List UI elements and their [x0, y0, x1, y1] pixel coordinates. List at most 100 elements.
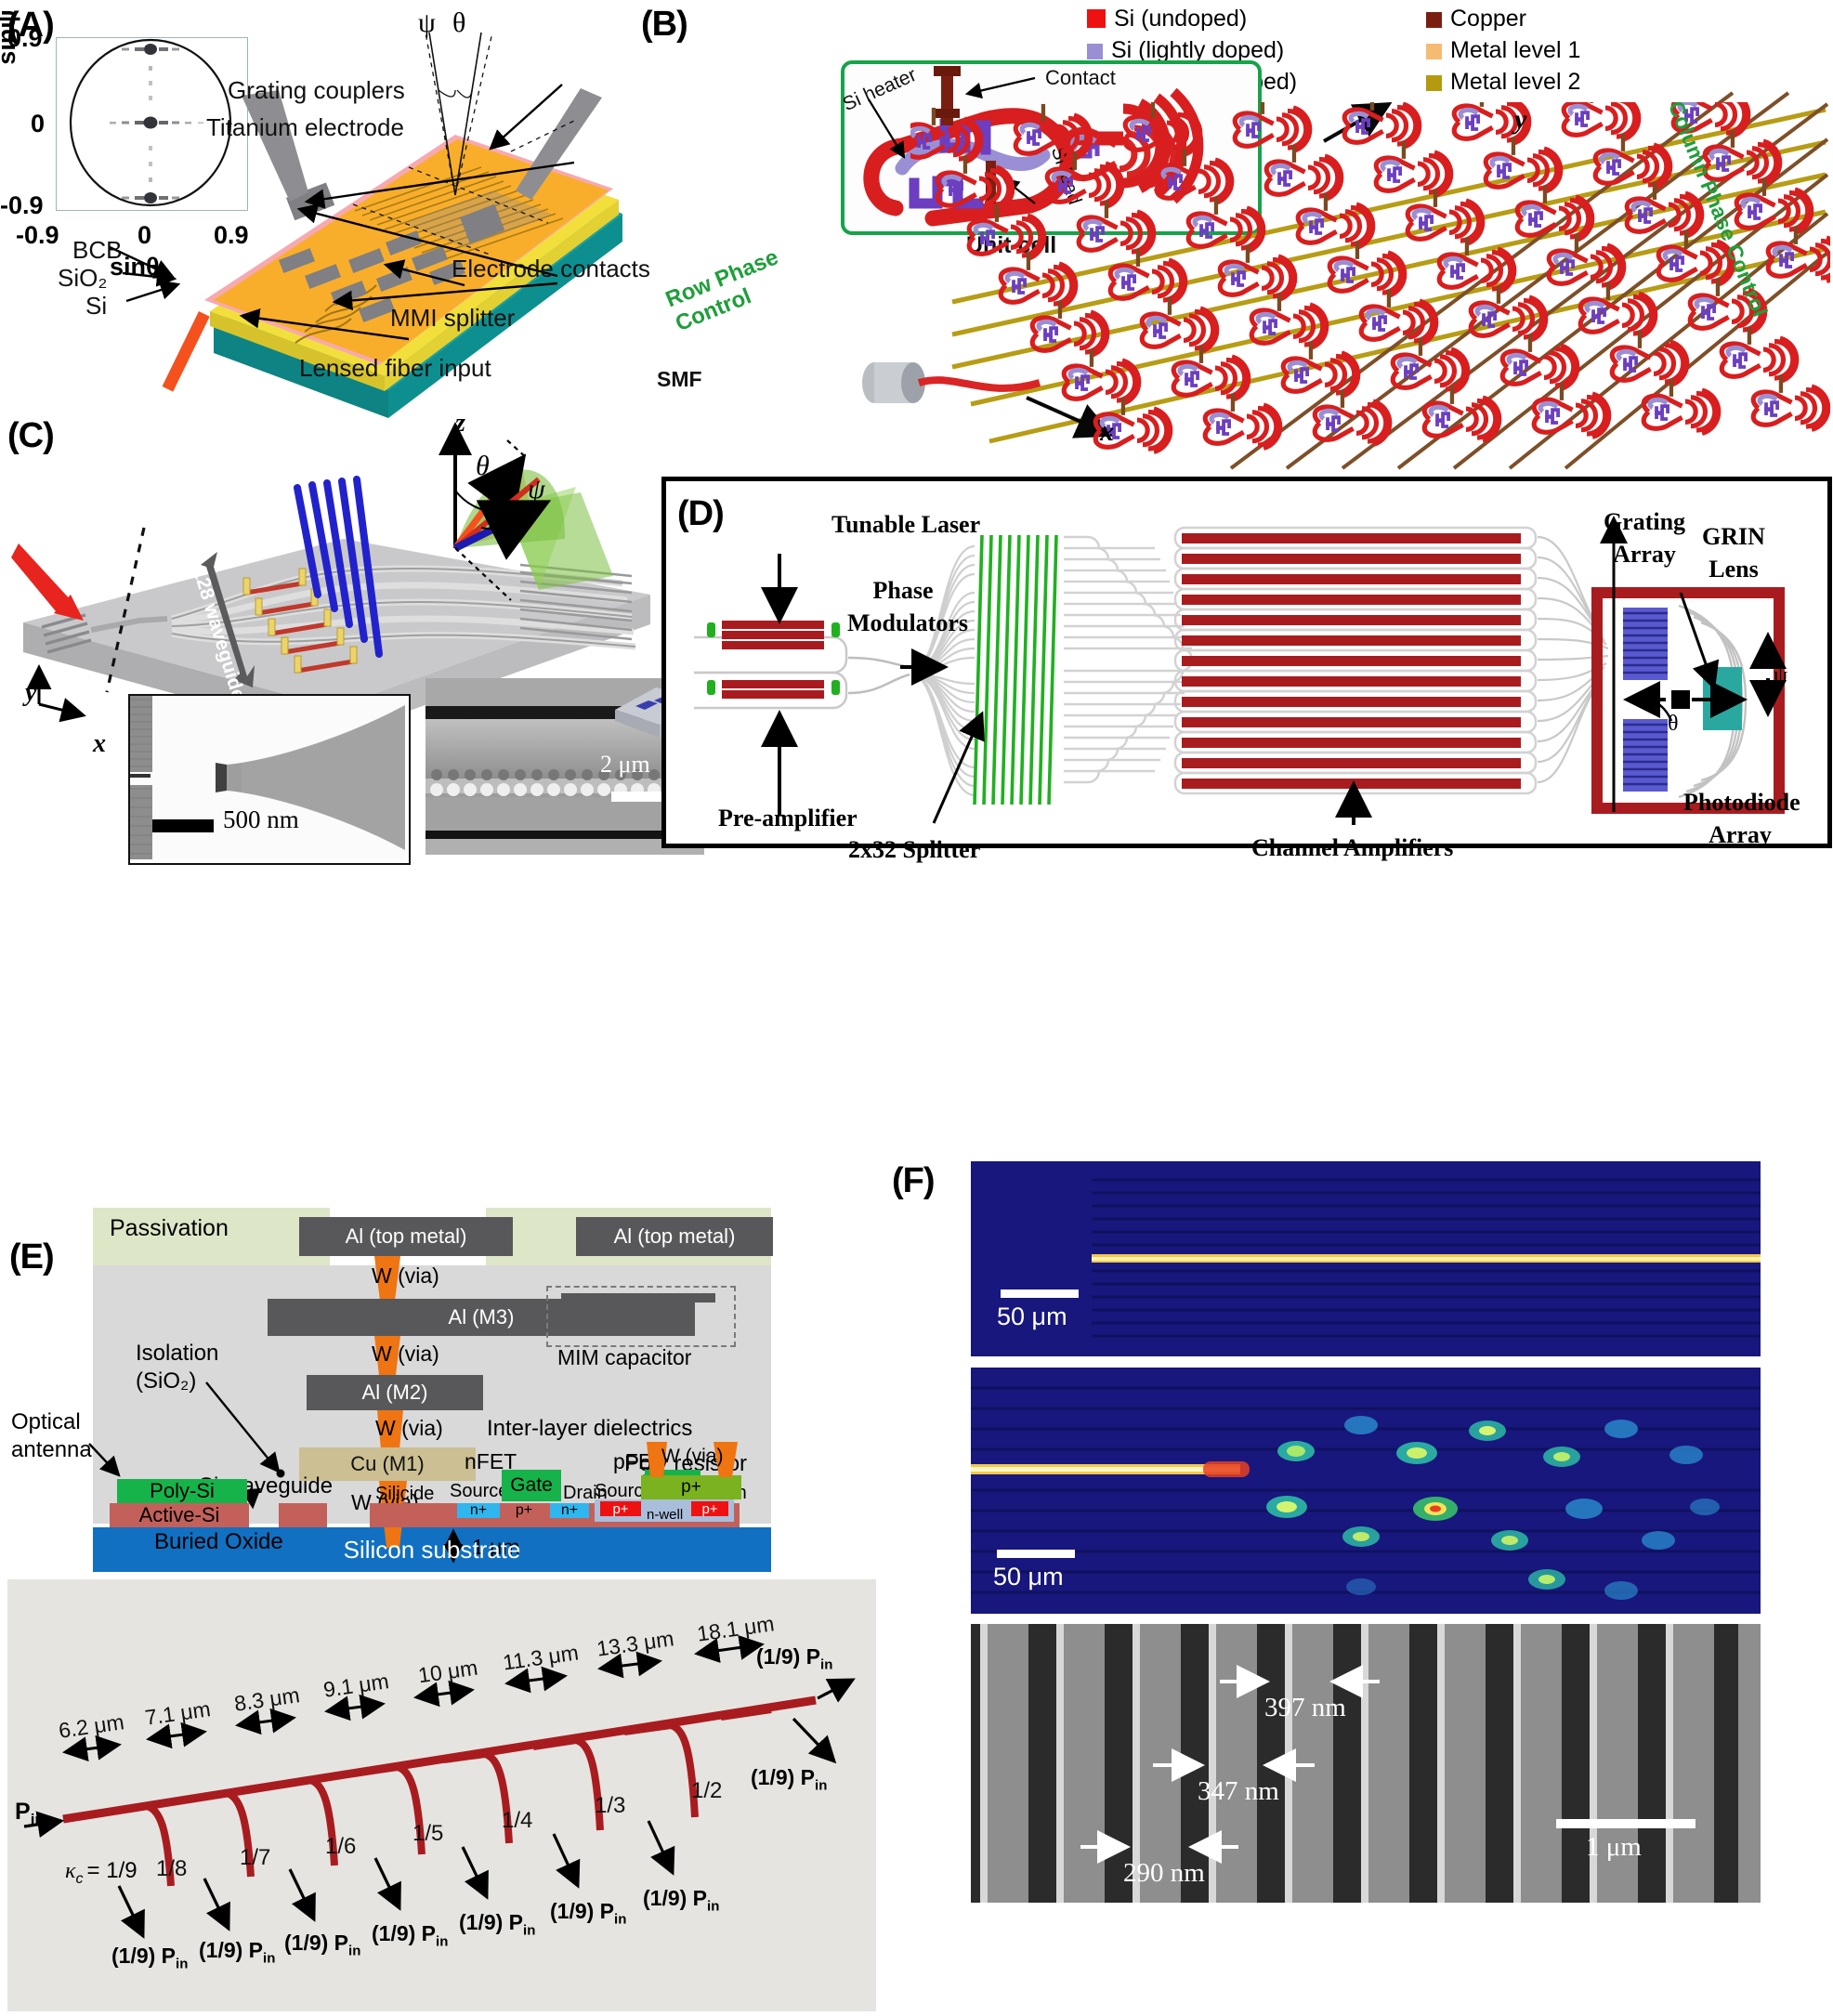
unit-cell-instance	[1468, 285, 1549, 343]
scalebar-f2	[997, 1550, 1075, 1558]
scalebar-label-f2: 50 μm	[993, 1563, 1064, 1591]
scalebar-label-500nm: 500 nm	[223, 805, 299, 833]
unit-cell-instance	[1765, 226, 1830, 283]
inset-ytick-top: 0.9	[7, 24, 43, 52]
panel-f-letter: (F)	[892, 1161, 936, 1200]
scalebar-label-f1: 50 μm	[997, 1303, 1067, 1330]
pfet-drain-doping: p+	[691, 1501, 728, 1517]
label-photodiode-array: Photodiode Array	[1683, 789, 1800, 849]
panel-d-schematic	[694, 516, 1787, 825]
unit-cell-instance	[1327, 241, 1407, 298]
output-value-3: (1/9) P	[284, 1931, 349, 1955]
panel-a-letter: (A)	[7, 6, 55, 45]
callout-mmi-splitter: MMI splitter	[390, 304, 516, 332]
output-sub-7: in	[707, 1898, 720, 1915]
label-mim-capacitor: MIM capacitor	[557, 1345, 692, 1369]
output-label-right-bottom: (1/9) Pin	[751, 1765, 827, 1794]
unit-cell-instance	[1373, 140, 1454, 198]
legend-item-si-undoped: Si (undoped)	[1087, 6, 1297, 33]
p-in-symbol: P	[15, 1799, 31, 1825]
label-p-in-input: Pin	[15, 1799, 45, 1829]
unit-cell-instance	[966, 203, 1047, 261]
angle-theta-label-a: θ	[452, 7, 466, 38]
unit-cell-instance	[998, 252, 1079, 309]
unit-cell-instance	[935, 155, 1015, 213]
output-sub-right-top: in	[820, 1656, 833, 1673]
label-source-pfet: Source	[595, 1481, 654, 1501]
panel-a-chip-illustration	[162, 32, 622, 418]
far-field-inset-plot	[56, 37, 248, 211]
label-w-via-1: W (via)	[372, 1263, 439, 1288]
label-w-via-5: W (via)	[661, 1446, 724, 1467]
output-sub-3: in	[348, 1943, 361, 1959]
axis-label-x-c: x	[93, 729, 106, 758]
scalebar-f3	[1556, 1819, 1696, 1828]
label-optical-antenna: Optical antenna	[11, 1409, 92, 1462]
inset-ytick-bottom: -0.9	[0, 191, 44, 219]
cu-m1: Cu (M1)	[299, 1447, 476, 1481]
label-thickness-1um: 1 μm	[472, 1535, 520, 1559]
output-sub-6: in	[614, 1911, 627, 1928]
unit-cell-instance	[1405, 189, 1486, 246]
sem-image-grating: 2 μm	[426, 678, 704, 855]
output-sub-1: in	[176, 1956, 189, 1972]
legend-item-si-lightly-doped: Si (lightly doped)	[1087, 37, 1297, 64]
label-channel-amplifiers: Channel Amplifiers	[1251, 834, 1454, 861]
panel-a: (A)	[0, 0, 650, 418]
al-m3: Al (M3)	[268, 1299, 695, 1336]
unit-cell-instance	[1624, 181, 1705, 239]
ratio-label-2: 1/7	[240, 1845, 271, 1870]
label-w-via-2: W (via)	[372, 1342, 439, 1366]
unit-cell-instance	[1719, 326, 1800, 384]
dimension-label-397nm: 397 nm	[1264, 1693, 1346, 1722]
unit-cell-instance	[1061, 348, 1142, 406]
nfet-source-doping: n+	[457, 1502, 500, 1518]
output-value-4: (1/9) P	[372, 1921, 437, 1945]
scalebar-f1	[1001, 1289, 1079, 1298]
unit-cell-instance	[1312, 389, 1393, 447]
panel-b-array-cells	[910, 102, 1830, 474]
unit-cell-instance	[1342, 102, 1422, 150]
output-value-right-top: (1/9) P	[756, 1644, 821, 1669]
kappa-symbol: κ	[65, 1859, 76, 1883]
unit-cell-instance	[1561, 102, 1642, 142]
stack-label-si: Si	[85, 292, 108, 320]
sem-image-taper: 500 nm	[128, 694, 411, 865]
panel-e-letter: (E)	[9, 1237, 55, 1276]
poly-resistor-block: p+	[641, 1475, 741, 1499]
legend-label-copper: Copper	[1450, 6, 1526, 32]
legend-label-metal-2: Metal level 2	[1450, 69, 1581, 95]
label-psi-d: ψ	[1774, 663, 1788, 687]
unit-cell-instance	[1122, 102, 1203, 157]
inset-xtick-left: -0.9	[16, 221, 59, 249]
callout-lensed-fiber-input: Lensed fiber input	[299, 354, 491, 382]
label-smf: SMF	[657, 367, 702, 391]
panel-b-letter: (B)	[641, 5, 688, 44]
silicon-substrate-layer	[93, 1527, 771, 1572]
unit-cell-instance	[1358, 289, 1439, 347]
unit-cell-instance	[1514, 185, 1595, 242]
legend-label-metal-1: Metal level 1	[1450, 37, 1581, 63]
sem-image-grating-pitch: 397 nm 347 nm 290 nm 1 μm	[971, 1624, 1761, 1903]
poly-si-block: Poly-Si	[117, 1479, 247, 1503]
stack-label-arrows	[109, 245, 181, 303]
output-value-6: (1/9) P	[550, 1899, 615, 1923]
output-sub-5: in	[523, 1922, 536, 1939]
w-via-3	[377, 1410, 403, 1449]
panel-e: (E) Passivation Al (top metal) Al (top m…	[0, 1163, 780, 1581]
legend-item-metal-1: Metal level 1	[1426, 37, 1580, 64]
unit-cell-instance	[1013, 103, 1093, 161]
unit-cell-instance	[1154, 148, 1235, 205]
angle-theta-label-c: θ	[476, 451, 490, 481]
panel-d: (D)	[661, 477, 1832, 863]
scalebar-label-2um: 2 μm	[600, 751, 650, 778]
unit-cell-instance	[1641, 378, 1722, 436]
panel-c-chip-illustration	[11, 422, 650, 738]
axis-label-y-c: y	[25, 678, 37, 707]
output-label-1: (1/9) Pin	[111, 1944, 188, 1972]
unit-cell-instance	[1076, 200, 1157, 257]
callout-titanium-electrode: Titanium electrode	[206, 113, 404, 141]
output-label-6: (1/9) Pin	[550, 1899, 626, 1928]
unit-cell-instance	[1531, 382, 1612, 439]
output-value-5: (1/9) P	[459, 1910, 524, 1934]
